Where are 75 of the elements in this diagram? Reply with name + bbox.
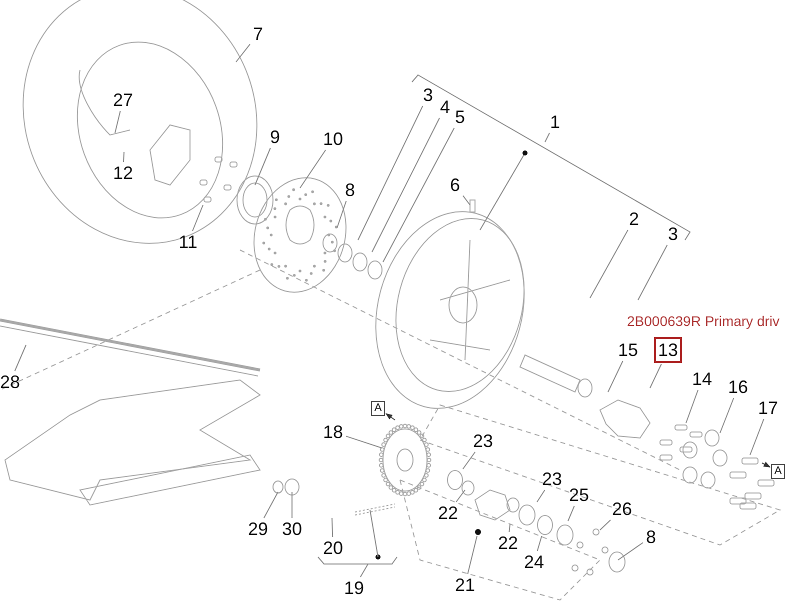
- leader-line: [638, 244, 668, 300]
- callout-number: 3: [666, 224, 680, 244]
- leader-line: [608, 360, 624, 392]
- callout-number: 25: [567, 485, 591, 505]
- callout-number: 22: [436, 503, 460, 523]
- ring-part: [537, 515, 553, 535]
- leader-line: [462, 195, 470, 206]
- callout-number: 17: [756, 398, 780, 418]
- leader-line: [750, 418, 764, 456]
- callout-number: 16: [726, 377, 750, 397]
- leader-line: [123, 152, 124, 162]
- callout-number: 8: [644, 527, 658, 547]
- leader-line: [686, 390, 698, 424]
- callout-number: 12: [111, 163, 135, 183]
- leader-line: [618, 542, 644, 560]
- leader-line: [336, 200, 347, 228]
- callout-number: 24: [522, 552, 546, 572]
- arrow: [385, 413, 396, 420]
- leader-line: [720, 398, 734, 434]
- callout-number: 11: [176, 232, 200, 252]
- leader-line: [332, 518, 334, 538]
- leader-line: [114, 110, 121, 134]
- callout-number: 29: [246, 519, 270, 539]
- callout-number: 23: [540, 469, 564, 489]
- leader-line: [536, 490, 546, 502]
- callout-number: 30: [280, 519, 304, 539]
- callout-number: 22: [496, 533, 520, 553]
- leader-line: [254, 148, 271, 186]
- leader-line: [650, 364, 662, 388]
- callout-number: 23: [471, 431, 495, 451]
- leader-line: [590, 230, 628, 298]
- leader-line: [192, 204, 204, 232]
- leader-line: [600, 520, 611, 530]
- callout-number: 7: [251, 24, 265, 44]
- leader-line: [358, 106, 424, 240]
- callout-number: 27: [111, 90, 135, 110]
- leader-line: [300, 150, 326, 188]
- callout-number: 20: [321, 538, 345, 558]
- arrow: [762, 462, 771, 468]
- callout-number: 28: [0, 372, 22, 392]
- callout-number: 8: [343, 180, 357, 200]
- callout-number: 14: [690, 369, 714, 389]
- leader-line: [382, 128, 455, 262]
- reference-tag: A: [771, 464, 785, 478]
- callout-number: 9: [268, 127, 282, 147]
- callout-number: 6: [448, 175, 462, 195]
- leader-line: [263, 492, 278, 518]
- part-number-note: 2B000639R Primary driv: [627, 313, 780, 329]
- callout-number: 19: [342, 578, 366, 598]
- leader-line: [536, 536, 542, 552]
- callout-number: 15: [616, 340, 640, 360]
- leader-line: [467, 536, 478, 574]
- callout-number: 13: [654, 337, 682, 363]
- leader-line: [236, 44, 250, 62]
- group-dot: [475, 529, 481, 535]
- callout-number: 26: [610, 499, 634, 519]
- callout-number: 2: [627, 209, 641, 229]
- callout-number: 3: [421, 85, 435, 105]
- leader-line: [568, 506, 575, 522]
- leader-line: [456, 490, 466, 502]
- leader-line: [346, 436, 382, 448]
- reference-tag: A: [371, 400, 385, 416]
- leader-line: [14, 344, 26, 372]
- callout-number: 5: [453, 107, 467, 127]
- callout-number: 18: [321, 422, 345, 442]
- callout-number: 21: [453, 575, 477, 595]
- leader-line: [544, 132, 550, 142]
- leader-line: [372, 118, 440, 252]
- leader-line: [360, 564, 368, 578]
- leader-line: [508, 524, 510, 532]
- leader-line: [462, 452, 476, 470]
- ring-part: [447, 470, 463, 490]
- callout-number: 10: [321, 129, 345, 149]
- callout-number: 1: [548, 112, 562, 132]
- callout-number: 4: [438, 97, 452, 117]
